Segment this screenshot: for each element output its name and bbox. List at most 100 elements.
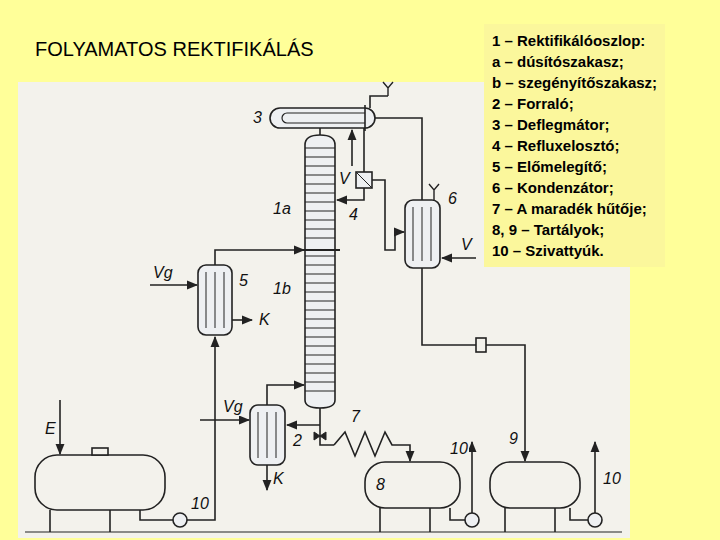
storage-tank — [25, 448, 622, 532]
preheater-part — [206, 272, 224, 328]
key-entry: 6 – Kondenzátor; — [492, 177, 657, 198]
storage-tank-part — [50, 510, 110, 532]
pipes-part — [200, 419, 249, 421]
callout-number: 7 — [350, 408, 361, 426]
pump-symbol-part — [588, 513, 602, 527]
column-tray-part — [305, 373, 335, 374]
reflux-distributor — [356, 172, 372, 188]
callout-number: 6 — [447, 190, 458, 208]
pipes-part — [266, 465, 268, 490]
pipes-part — [334, 432, 410, 461]
column-part — [300, 249, 340, 251]
pipes-part — [370, 96, 388, 108]
reflux-distributor-part — [356, 172, 372, 188]
column-tray-part — [305, 148, 335, 149]
pipes-part — [372, 180, 404, 250]
deflegmator-part — [364, 105, 366, 131]
key-entry: a – dúsítószakasz; — [492, 51, 657, 72]
column-tray-part — [305, 346, 335, 347]
condenser — [405, 184, 486, 352]
column-tray-part — [305, 256, 335, 257]
column-tray-part — [305, 283, 335, 284]
column-tray-part — [305, 274, 335, 275]
column-tray-part — [305, 229, 335, 230]
callout-number: 9 — [508, 430, 519, 448]
column-tray-part — [305, 382, 335, 383]
storage-tank-part — [505, 508, 555, 532]
pipes-part — [320, 408, 334, 445]
pipes-part — [287, 424, 320, 426]
column-tray-part — [305, 265, 335, 266]
condenser-part — [413, 207, 431, 261]
pump-symbol — [173, 513, 602, 527]
key-entry: 2 – Forraló; — [492, 93, 657, 114]
callout-number: V — [338, 170, 351, 188]
column-tray-part — [305, 364, 335, 365]
callout-number: 1b — [272, 280, 292, 298]
column-tray-part — [305, 292, 335, 293]
callout-number: 1a — [272, 200, 292, 218]
page-title: FOLYAMATOS REKTIFIKÁLÁS — [35, 38, 314, 61]
pump-symbol-part — [173, 513, 187, 527]
key-entry: 4 – Refluxelosztó; — [492, 135, 657, 156]
column-tray-part — [305, 202, 335, 203]
callout-number: 5 — [238, 272, 249, 290]
pipes-part — [337, 188, 364, 200]
storage-tank-part — [92, 448, 108, 455]
pipes-part — [471, 442, 473, 513]
column-tray-part — [305, 301, 335, 302]
pipes-part — [442, 257, 476, 259]
deflegmator-part — [282, 113, 365, 123]
key-entry: 10 – Szivattyúk. — [492, 240, 657, 261]
column-tray-part — [305, 328, 335, 329]
callout-number: 2 — [292, 432, 303, 450]
key-panel: 1 – Rektifikálóoszlop:a – dúsítószakasz;… — [484, 24, 665, 267]
column-tray-part — [305, 319, 335, 320]
storage-tank-part — [35, 455, 165, 510]
callout-number: 3 — [252, 109, 263, 127]
pipes-part — [232, 319, 252, 321]
storage-tank-part — [490, 462, 580, 508]
preheater — [198, 265, 232, 335]
condenser-part — [476, 338, 486, 352]
column-tray-part — [305, 391, 335, 392]
reboiler-part — [250, 405, 285, 465]
column-tray-part — [305, 166, 335, 167]
deflegmator-part — [270, 108, 375, 128]
callout-number: V — [460, 236, 473, 254]
callout-number: Vg — [152, 264, 174, 282]
condenser-part — [405, 200, 440, 268]
pipes-part — [150, 284, 197, 286]
pipes-part — [450, 508, 465, 520]
callout-number: 4 — [348, 206, 359, 224]
column-tray-part — [305, 193, 335, 194]
callout-number: 10 — [602, 470, 622, 488]
column — [300, 135, 340, 408]
key-entry: 7 – A maradék hűtője; — [492, 198, 657, 219]
pipes-part — [363, 128, 365, 172]
condenser-part — [429, 184, 439, 200]
callout-number: E — [44, 420, 57, 438]
pipes-part — [59, 400, 61, 454]
key-entry: b – szegényítőszakasz; — [492, 72, 657, 93]
pipes-part — [140, 510, 173, 520]
reboiler-part — [314, 432, 326, 440]
reboiler-part — [258, 412, 276, 458]
key-entry: 5 – Előmelegítő; — [492, 156, 657, 177]
callout-number: 10 — [190, 495, 210, 513]
storage-tank-part — [25, 531, 622, 532]
column-tray-part — [305, 157, 335, 158]
key-entry: 8, 9 – Tartályok; — [492, 219, 657, 240]
reflux-distributor-part — [356, 172, 372, 188]
column-tray-part — [305, 337, 335, 338]
column-tray — [305, 148, 335, 391]
pump-symbol-part — [465, 513, 479, 527]
storage-tank-part — [380, 508, 430, 532]
column-tray-part — [305, 310, 335, 311]
key-entry: 3 – Deflegmátor; — [492, 114, 657, 135]
deflegmator — [270, 82, 393, 131]
pipes-part — [422, 268, 525, 461]
pipes-part — [375, 118, 422, 200]
deflegmator-part — [383, 82, 393, 96]
